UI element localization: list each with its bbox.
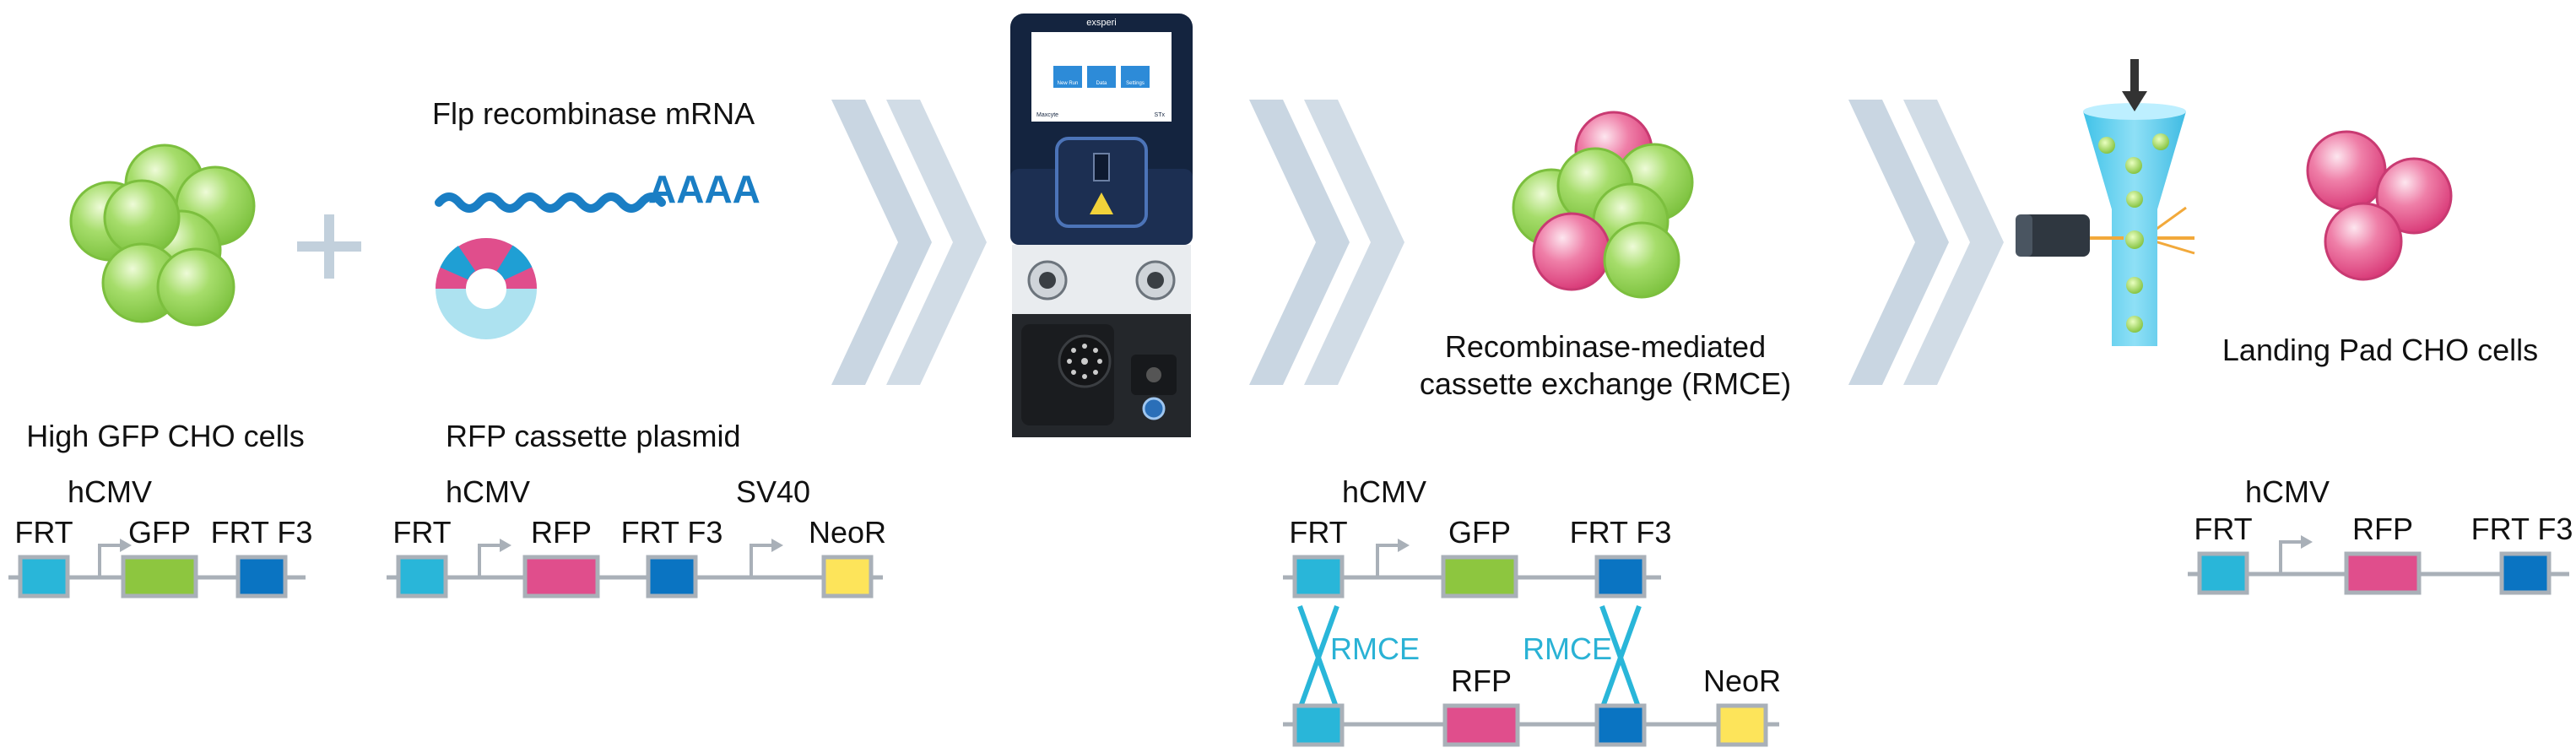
pink-cell-cluster — [2306, 130, 2453, 281]
rfp-box — [2344, 551, 2422, 595]
frt-box — [396, 555, 448, 599]
screen-footer-model: STx — [1155, 112, 1166, 118]
electroporation-instrument: exsperi New Run Data Settings Maxcyte ST… — [1010, 14, 1193, 437]
gfp-label: GFP — [127, 515, 192, 550]
neor-label: NeoR — [1702, 664, 1782, 698]
hcmv-label: hCMV — [1342, 474, 1427, 509]
screen-footer-brand: Maxcyte — [1036, 112, 1058, 118]
rfp-label: RFP — [1451, 664, 1512, 698]
frt-f3-box — [235, 555, 288, 599]
frt-f3-label: FRT F3 — [210, 515, 313, 550]
plus-icon — [297, 214, 361, 279]
frt-f3-box — [2499, 551, 2552, 595]
frt-f3-box — [646, 555, 698, 599]
frt-label: FRT — [1289, 515, 1348, 550]
new-run-button[interactable] — [1053, 66, 1082, 88]
warning-triangle-icon — [1090, 192, 1113, 214]
frt-label: FRT — [2194, 512, 2253, 546]
construct-rfp-plasmid — [387, 539, 883, 599]
cuvette-chamber[interactable] — [1055, 137, 1148, 228]
new-run-label: New Run — [1058, 81, 1079, 86]
frt-f3-label: FRT F3 — [1569, 515, 1672, 550]
gfp-box — [121, 555, 198, 599]
hcmv-label: hCMV — [446, 474, 531, 509]
frt-box — [2197, 551, 2249, 595]
step3-title-line2: cassette exchange (RMCE) — [1419, 366, 1792, 401]
gfp-box — [1441, 555, 1518, 599]
frt-f3-label: FRT F3 — [620, 515, 723, 550]
chevron-arrow-2 — [1249, 100, 1404, 385]
rfp-label: RFP — [2352, 512, 2413, 546]
settings-button[interactable] — [1121, 66, 1150, 88]
mixed-cell-cluster — [1512, 111, 1694, 299]
instrument-screen: New Run Data Settings Maxcyte STx — [1036, 66, 1165, 118]
frt-f3-box — [1594, 555, 1647, 599]
frt-label: FRT — [392, 515, 452, 550]
green-cell-cluster — [69, 144, 256, 327]
data-label: Data — [1096, 81, 1107, 86]
construct-high-gfp — [8, 539, 306, 599]
data-button[interactable] — [1087, 66, 1116, 88]
step1-title: High GFP CHO cells — [26, 419, 305, 453]
mrna-label: Flp recombinase mRNA — [432, 96, 755, 131]
hcmv-label: hCMV — [68, 474, 153, 509]
gfp-label: GFP — [1448, 515, 1512, 550]
frt-f3-box — [1594, 703, 1647, 747]
instrument-brand: exsperi — [1086, 18, 1116, 28]
plasmid-label: RFP cassette plasmid — [446, 419, 741, 453]
rmce-crossover-left — [1297, 604, 1339, 711]
rmce-crossover-right — [1599, 604, 1642, 711]
sv40-label: SV40 — [736, 474, 811, 509]
rmce-right-label: RMCE — [1523, 631, 1612, 666]
step4-title: Landing Pad CHO cells — [2222, 333, 2539, 367]
rmce-left-label: RMCE — [1330, 631, 1420, 666]
polya-tail-label: AAAA — [648, 167, 760, 211]
chevron-arrow-1 — [831, 100, 987, 385]
construct-landing-pad — [2188, 535, 2569, 595]
rfp-box — [1442, 703, 1520, 747]
mrna-wave-icon — [435, 192, 666, 213]
frt-box — [1292, 555, 1345, 599]
power-button-icon[interactable] — [1142, 397, 1166, 420]
construct-rmce-top — [1283, 539, 1661, 599]
neor-box — [821, 555, 874, 599]
frt-f3-label: FRT F3 — [2470, 512, 2573, 546]
neor-box — [1716, 703, 1768, 747]
settings-label: Settings — [1126, 81, 1145, 86]
hcmv-label: hCMV — [2245, 474, 2330, 509]
neor-label: NeoR — [808, 515, 887, 550]
rfp-box — [522, 555, 600, 599]
plasmid-icon — [436, 238, 537, 339]
frt-box — [1292, 703, 1345, 747]
rfp-label: RFP — [531, 515, 592, 550]
construct-rmce-bottom — [1283, 703, 1779, 747]
frt-label: FRT — [14, 515, 73, 550]
frt-box — [18, 555, 70, 599]
flow-sorter-icon — [2016, 59, 2195, 346]
chevron-arrow-3 — [1848, 100, 2004, 385]
step3-title-line1: Recombinase-mediated — [1444, 329, 1767, 364]
